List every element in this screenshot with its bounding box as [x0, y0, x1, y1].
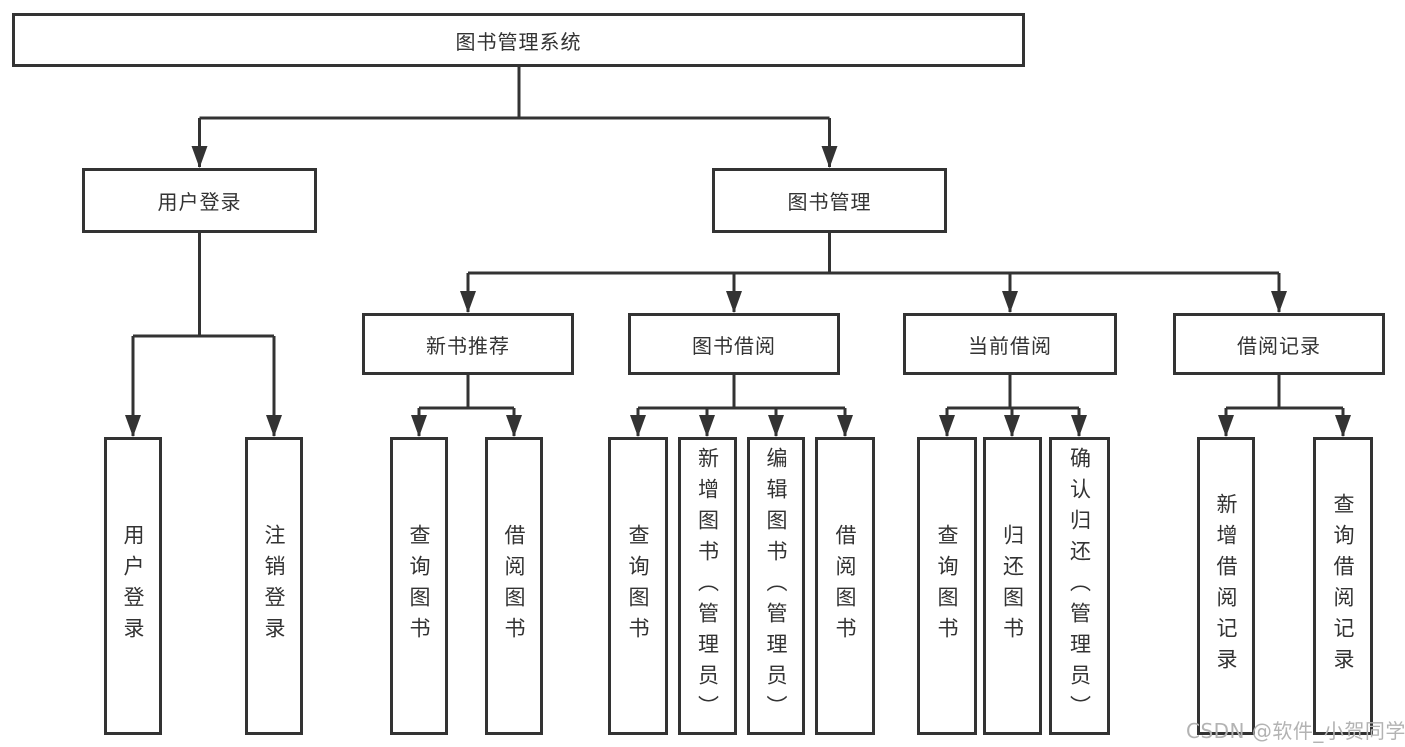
leaf-logout: 注销登录: [245, 437, 303, 735]
leaf-add-borrow-record: 新增借阅记录: [1197, 437, 1255, 735]
node-borrowing-records-label: 借阅记录: [1237, 333, 1321, 358]
node-root-label: 图书管理系统: [455, 29, 582, 54]
watermark: CSDN @软件_小贺同学: [1186, 719, 1405, 743]
leaf-user-login-label: 用户登录: [121, 524, 145, 648]
leaf-borrow-books-borrowing: 借阅图书: [815, 437, 875, 735]
leaf-query-books-newbooks-label: 查询图书: [407, 524, 431, 648]
node-new-book-recommend-label: 新书推荐: [426, 333, 510, 358]
node-book-borrowing-label: 图书借阅: [692, 333, 776, 358]
node-user-login: 用户登录: [82, 168, 317, 233]
leaf-confirm-return-admin: 确认归还（管理员）: [1049, 437, 1110, 735]
node-book-management-label: 图书管理: [787, 190, 872, 214]
leaf-query-books-newbooks: 查询图书: [390, 437, 448, 735]
leaf-edit-books-admin: 编辑图书（管理员）: [747, 437, 805, 735]
leaf-confirm-return-admin-label: 确认归还（管理员）: [1067, 446, 1092, 726]
leaf-add-books-admin: 新增图书（管理员）: [678, 437, 737, 735]
node-current-borrowing: 当前借阅: [903, 313, 1117, 375]
leaf-logout-label: 注销登录: [262, 524, 286, 648]
leaf-return-books: 归还图书: [983, 437, 1042, 735]
leaf-borrow-books-newbooks-label: 借阅图书: [502, 524, 526, 648]
leaf-query-books-borrowing: 查询图书: [608, 437, 668, 735]
node-new-book-recommend: 新书推荐: [362, 313, 574, 375]
leaf-edit-books-admin-label: 编辑图书（管理员）: [764, 446, 788, 726]
node-borrowing-records: 借阅记录: [1173, 313, 1385, 375]
leaf-borrow-books-borrowing-label: 借阅图书: [833, 524, 857, 648]
leaf-query-books-borrowing-label: 查询图书: [626, 524, 650, 648]
leaf-query-books-current: 查询图书: [917, 437, 977, 735]
node-current-borrowing-label: 当前借阅: [968, 333, 1052, 358]
node-book-borrowing: 图书借阅: [628, 313, 840, 375]
leaf-query-borrow-record-label: 查询借阅记录: [1331, 493, 1355, 679]
node-user-login-label: 用户登录: [157, 190, 242, 214]
node-root: 图书管理系统: [12, 13, 1025, 67]
leaf-query-borrow-record: 查询借阅记录: [1313, 437, 1373, 735]
leaf-query-books-current-label: 查询图书: [935, 524, 959, 648]
leaf-add-books-admin-label: 新增图书（管理员）: [695, 446, 720, 726]
connector-lines: [131, 67, 1345, 436]
connector-arrowheads: [125, 146, 1351, 437]
leaf-return-books-label: 归还图书: [1000, 524, 1025, 648]
leaf-add-borrow-record-label: 新增借阅记录: [1214, 493, 1238, 679]
leaf-user-login: 用户登录: [104, 437, 162, 735]
node-book-management: 图书管理: [712, 168, 947, 233]
leaf-borrow-books-newbooks: 借阅图书: [485, 437, 543, 735]
